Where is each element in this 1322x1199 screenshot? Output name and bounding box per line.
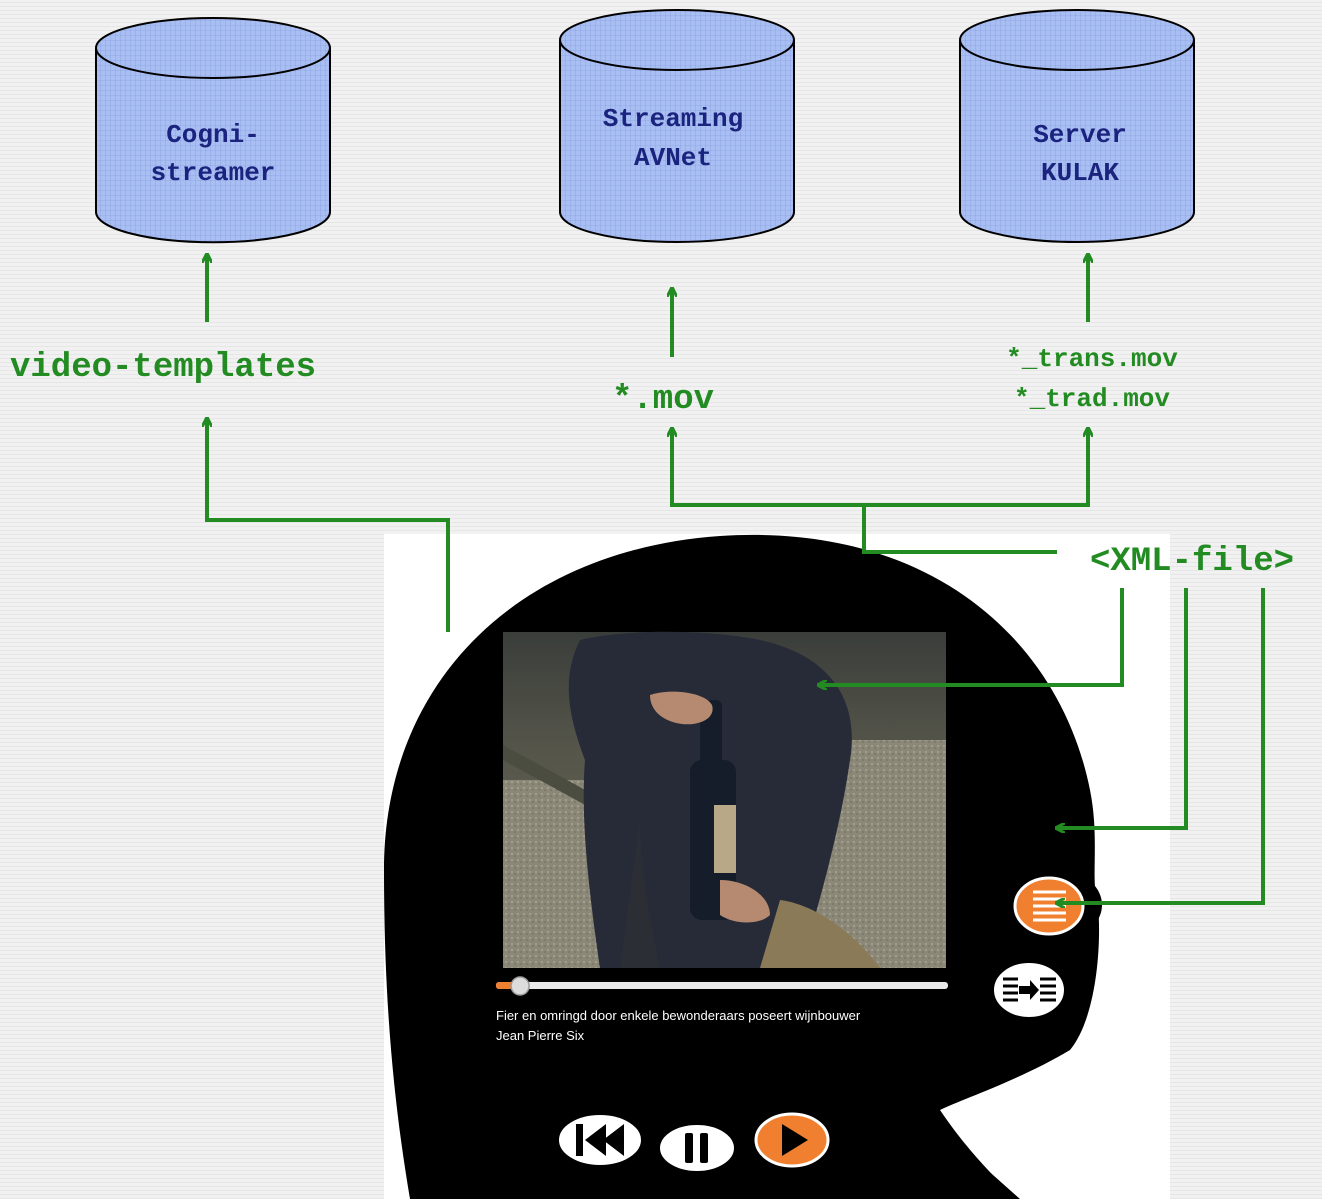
video-player: Fier en omringd door enkele bewonderaars… [384, 534, 1170, 1199]
subtitle-line1: Fier en omringd door enkele bewonderaars… [496, 1008, 861, 1023]
label-trans-mov: *_trans.mov [1006, 344, 1178, 374]
progress-handle[interactable] [510, 976, 530, 996]
rewind-icon [576, 1124, 624, 1156]
play-icon [782, 1124, 808, 1156]
label-trad-mov: *_trad.mov [1014, 384, 1170, 414]
database-label-line2: KULAK [1041, 158, 1119, 188]
translate-arrow-icon [1003, 977, 1056, 1002]
translate-button[interactable] [992, 955, 1078, 1025]
database-label-line1: Server [1033, 120, 1127, 150]
label-xml-file: <XML-file> [1090, 543, 1294, 581]
arrow-xml-to-video [822, 588, 1124, 685]
player-blob-tail [870, 1110, 1020, 1199]
label-mov: *.mov [612, 381, 714, 419]
connector-lines [207, 258, 1265, 903]
label-video-templates: video-templates [10, 349, 316, 387]
database-server-kulak: Server KULAK [959, 9, 1195, 243]
pause-button[interactable] [651, 1118, 743, 1178]
database-label-line2: streamer [151, 158, 276, 188]
video-frame [503, 631, 946, 968]
play-button[interactable] [746, 1108, 838, 1172]
subtitle-line2: Jean Pierre Six [496, 1028, 585, 1043]
database-label-line2: AVNet [634, 143, 712, 173]
arrow-xml-to-trans [862, 432, 1088, 507]
database-label-line1: Cogni- [166, 120, 260, 150]
rewind-button[interactable] [554, 1108, 654, 1172]
arrow-xml-to-subtitles [1060, 588, 1188, 828]
database-label-line1: Streaming [603, 104, 743, 134]
progress-bar[interactable] [496, 976, 948, 996]
arrow-player-to-templates [207, 422, 450, 632]
pause-icon [685, 1133, 708, 1163]
database-cognistreamer: Cogni- streamer [95, 17, 331, 244]
arrow-xml-to-transcript [1060, 588, 1265, 903]
database-streaming-avnet: Streaming AVNet [559, 9, 795, 243]
